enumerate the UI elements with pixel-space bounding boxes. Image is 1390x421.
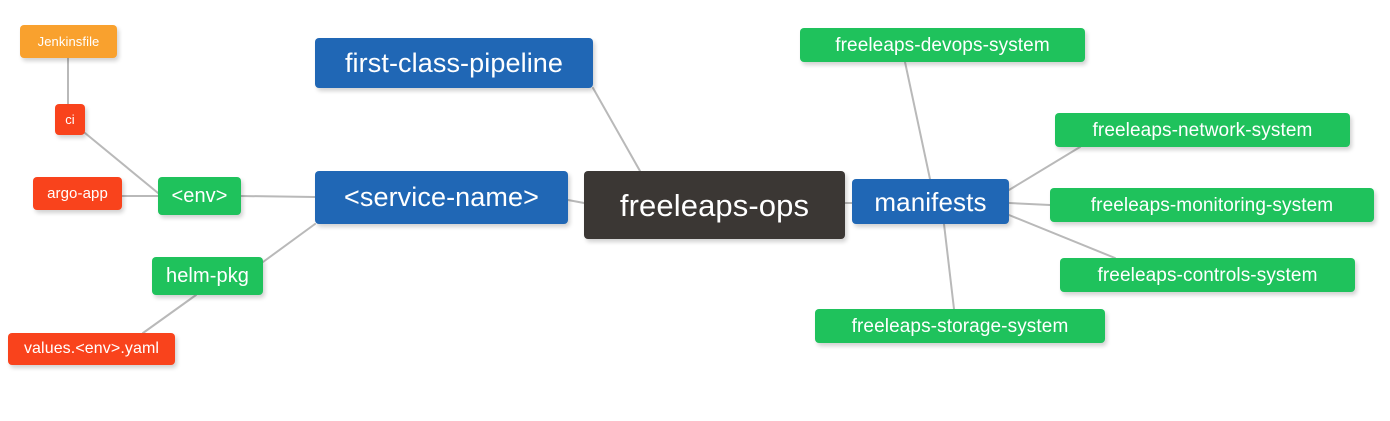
edge-e-manifests-storage (943, 223, 955, 310)
node-ci[interactable]: ci (55, 104, 85, 135)
node-first-class-pipeline[interactable]: first-class-pipeline (315, 38, 593, 88)
node-freeleaps-monitoring-system[interactable]: freeleaps-monitoring-system (1050, 188, 1374, 222)
edge-e-helm-values (142, 294, 197, 334)
node-freeleaps-storage-system[interactable]: freeleaps-storage-system (815, 309, 1105, 343)
node-helm-pkg[interactable]: helm-pkg (152, 257, 263, 295)
node-jenkinsfile[interactable]: Jenkinsfile (20, 25, 117, 58)
node-values-yaml[interactable]: values.<env>.yaml (8, 333, 175, 365)
node-manifests[interactable]: manifests (852, 179, 1009, 224)
edge-e-env-service (240, 195, 316, 198)
node-freeleaps-controls-system[interactable]: freeleaps-controls-system (1060, 258, 1355, 292)
edge-e-manifests-devops (904, 61, 931, 180)
node-freeleaps-ops[interactable]: freeleaps-ops (584, 171, 845, 239)
node-service-name[interactable]: <service-name> (315, 171, 568, 224)
edge-e-service-ops (567, 199, 585, 204)
node-argo-app[interactable]: argo-app (33, 177, 122, 210)
node-freeleaps-devops-system[interactable]: freeleaps-devops-system (800, 28, 1085, 62)
edge-e-manifests-monitoring (1008, 202, 1051, 206)
node-freeleaps-network-system[interactable]: freeleaps-network-system (1055, 113, 1350, 147)
edge-e-pipeline-ops (592, 87, 641, 172)
edge-e-manifests-network (1008, 146, 1081, 191)
node-env[interactable]: <env> (158, 177, 241, 215)
edge-e-service-helm (262, 223, 316, 263)
